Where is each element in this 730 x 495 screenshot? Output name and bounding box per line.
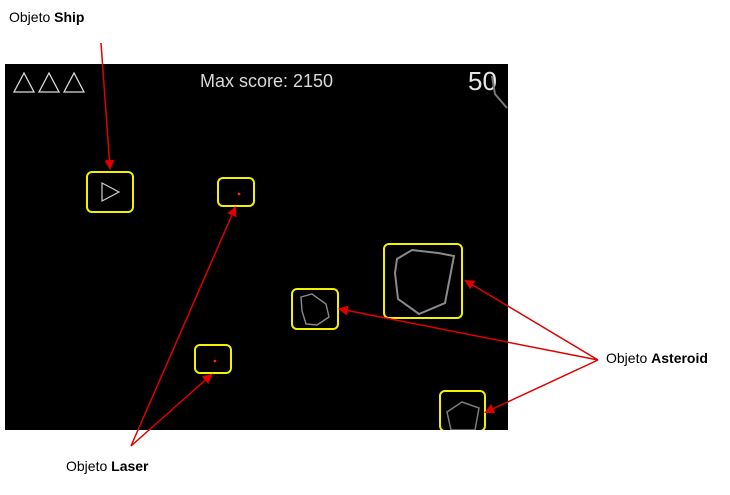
life-ship-icon	[13, 71, 36, 93]
asteroid-highlight-box	[383, 243, 463, 319]
laser-icon	[213, 359, 217, 363]
laser-icon	[237, 192, 241, 196]
label-ship: Objeto Ship	[9, 9, 84, 25]
ship-highlight-box	[86, 171, 134, 213]
max-score-text: Max score: 2150	[200, 71, 334, 91]
label-laser-name: Laser	[111, 458, 149, 474]
asteroid-highlight-box	[291, 288, 339, 330]
asteroid-icon	[300, 293, 330, 326]
ship-icon	[101, 182, 121, 202]
asteroid-icon	[446, 401, 480, 430]
asteroid-highlight-box	[439, 390, 486, 430]
label-asteroid-prefix: Objeto	[606, 350, 652, 366]
laser-highlight-box	[217, 177, 255, 207]
lives-indicator	[13, 71, 86, 93]
asteroid-icon	[393, 248, 456, 316]
life-ship-icon	[62, 71, 86, 93]
label-laser-prefix: Objeto	[66, 458, 112, 474]
label-asteroid-name: Asteroid	[651, 350, 708, 366]
label-asteroid: Objeto Asteroid	[606, 350, 708, 366]
asteroid-partial-icon	[491, 75, 508, 109]
laser-highlight-box	[194, 344, 232, 374]
life-ship-icon	[37, 71, 61, 93]
game-canvas: Max score: 2150 50	[5, 64, 508, 430]
label-ship-name: Ship	[54, 9, 85, 25]
label-ship-prefix: Objeto	[9, 9, 55, 25]
label-laser: Objeto Laser	[66, 458, 149, 474]
